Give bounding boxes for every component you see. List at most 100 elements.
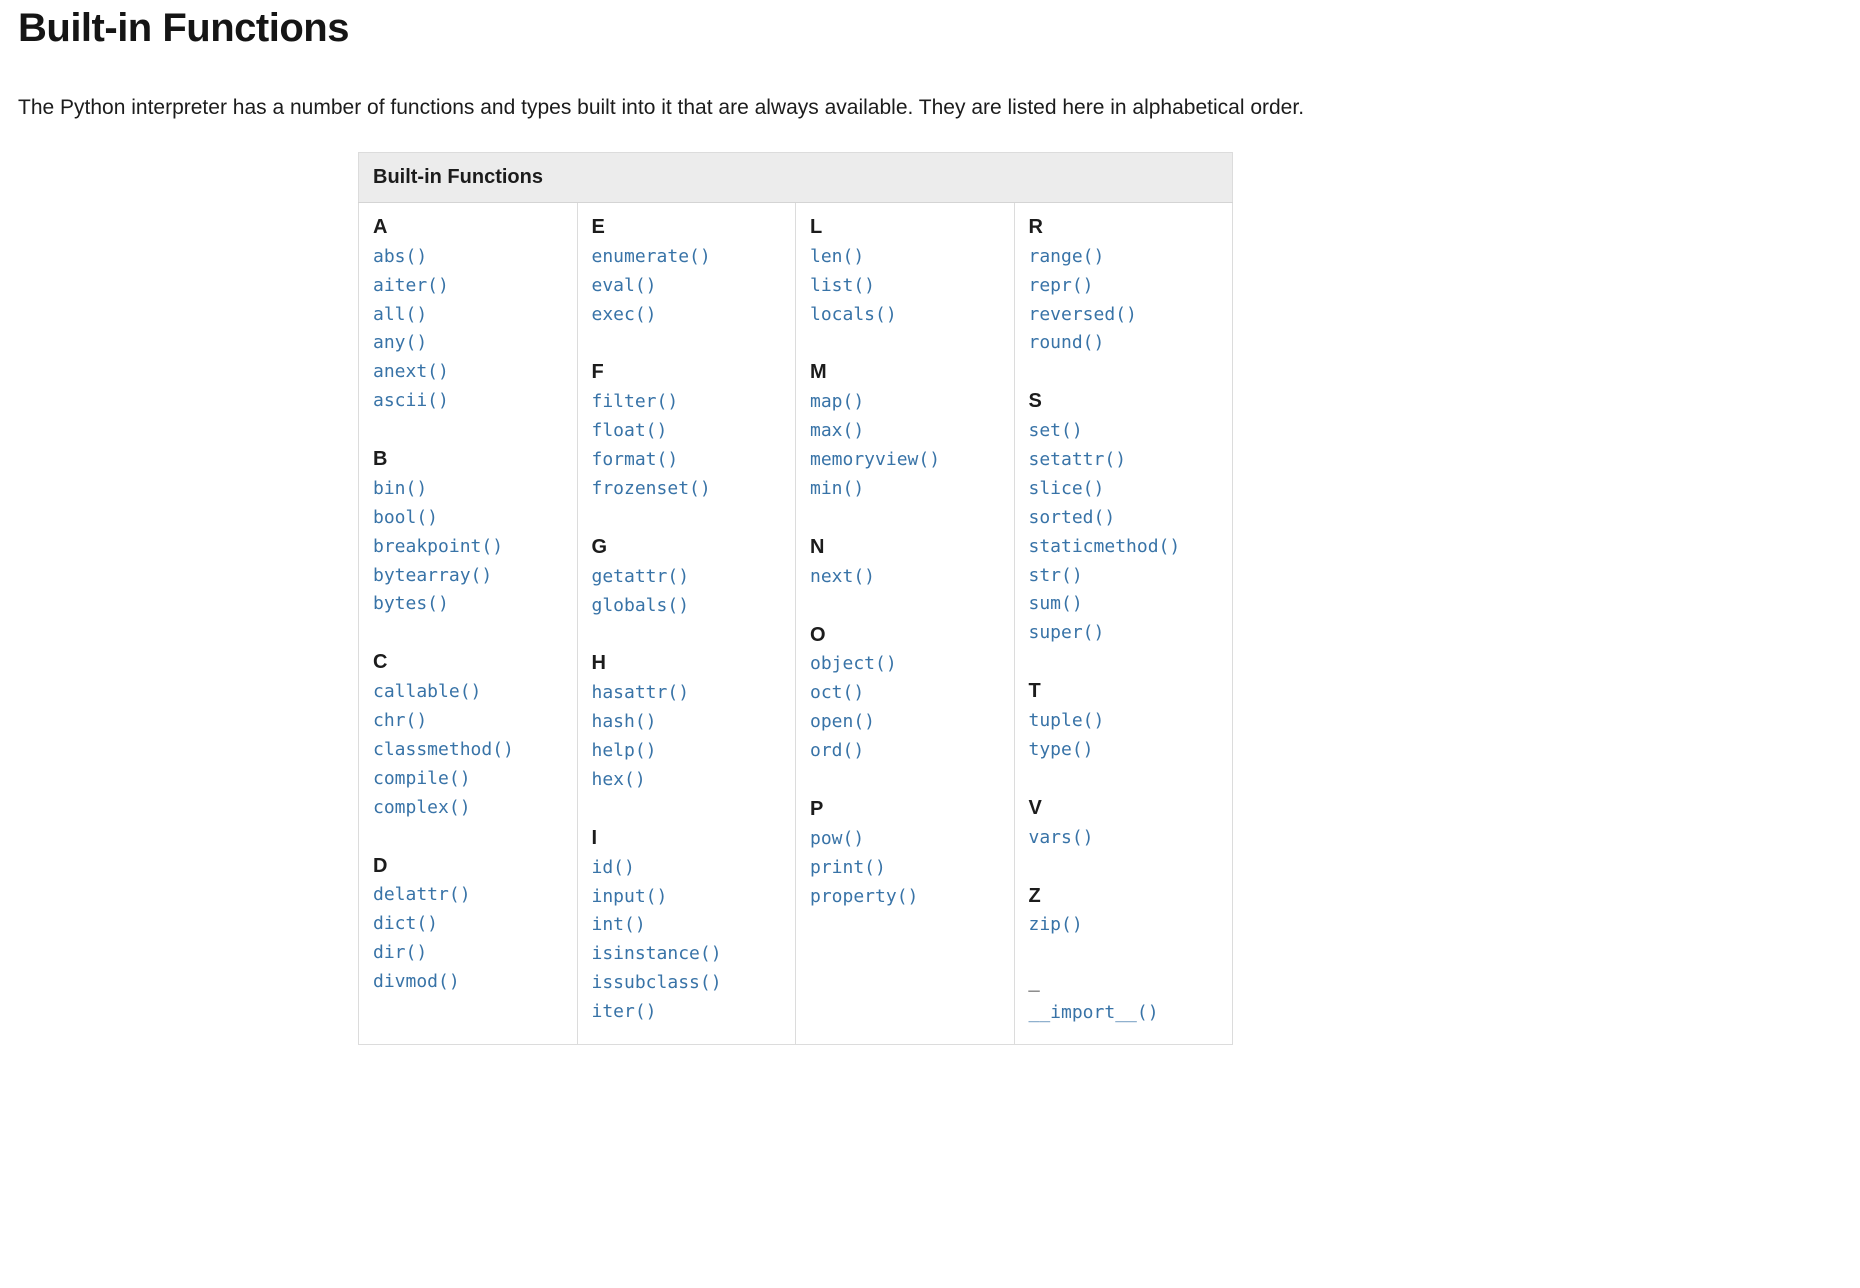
function-link[interactable]: vars() [1028, 826, 1094, 848]
function-link[interactable]: repr() [1028, 274, 1094, 296]
function-link[interactable]: super() [1028, 622, 1105, 644]
function-link[interactable]: slice() [1028, 477, 1105, 499]
function-link[interactable]: bytearray() [373, 564, 493, 586]
function-link[interactable]: complex() [373, 796, 471, 818]
function-link[interactable]: chr() [373, 710, 428, 732]
letter-heading: F [591, 361, 604, 384]
function-link[interactable]: isinstance() [591, 943, 722, 965]
function-link[interactable]: filter() [591, 391, 679, 413]
function-link[interactable]: dict() [373, 913, 439, 935]
function-link[interactable]: anext() [373, 361, 449, 383]
function-link[interactable]: hasattr() [591, 682, 690, 704]
function-link[interactable]: iter() [591, 1001, 657, 1023]
function-link[interactable]: oct() [810, 682, 865, 704]
function-link[interactable]: hex() [591, 768, 646, 790]
function-link[interactable]: round() [1028, 332, 1105, 354]
function-link[interactable]: property() [810, 885, 919, 907]
function-link[interactable]: issubclass() [591, 972, 722, 994]
letter-heading: H [591, 652, 606, 675]
function-link[interactable]: print() [810, 856, 886, 878]
function-link[interactable]: callable() [373, 681, 482, 703]
function-link[interactable]: range() [1028, 245, 1105, 267]
function-link[interactable]: set() [1028, 420, 1083, 442]
function-link[interactable]: tuple() [1028, 710, 1105, 732]
function-link[interactable]: zip() [1028, 914, 1083, 936]
function-link[interactable]: divmod() [373, 971, 460, 993]
letter-heading: C [373, 651, 388, 674]
function-link[interactable]: sum() [1028, 593, 1083, 615]
function-link[interactable]: dir() [373, 942, 428, 964]
function-link[interactable]: help() [591, 740, 657, 762]
table-header-row: Built-in Functions [358, 152, 1233, 203]
function-link[interactable]: hash() [591, 711, 657, 733]
function-link[interactable]: len() [810, 245, 865, 267]
function-link[interactable]: any() [373, 332, 428, 354]
function-link[interactable]: frozenset() [591, 477, 711, 499]
function-link[interactable]: setattr() [1028, 449, 1127, 471]
function-link[interactable]: next() [810, 565, 876, 587]
function-link[interactable]: delattr() [373, 884, 471, 906]
function-link[interactable]: map() [810, 391, 865, 413]
function-link[interactable]: sorted() [1028, 506, 1116, 528]
function-link[interactable]: min() [810, 477, 865, 499]
function-link[interactable]: reversed() [1028, 303, 1137, 325]
function-link[interactable]: globals() [591, 594, 690, 616]
letter-heading: I [591, 826, 598, 849]
function-link[interactable]: open() [810, 711, 876, 733]
function-link[interactable]: compile() [373, 767, 471, 789]
function-link[interactable]: str() [1028, 564, 1083, 586]
function-link[interactable]: ascii() [373, 390, 449, 412]
function-link[interactable]: type() [1028, 738, 1094, 760]
function-link[interactable]: enumerate() [591, 245, 711, 267]
function-link[interactable]: int() [591, 914, 646, 936]
function-link[interactable]: max() [810, 420, 865, 442]
letter-heading: Z [1028, 884, 1041, 907]
function-link[interactable]: all() [373, 303, 428, 325]
function-link[interactable]: getattr() [591, 565, 690, 587]
function-link[interactable]: object() [810, 653, 897, 675]
function-link[interactable]: classmethod() [373, 738, 514, 760]
letter-heading: T [1028, 680, 1041, 703]
function-group-_: ___import__() [1029, 968, 1223, 1028]
function-link[interactable]: id() [591, 856, 635, 878]
function-link[interactable]: locals() [810, 303, 897, 325]
function-link[interactable]: bin() [373, 477, 428, 499]
function-link[interactable]: float() [591, 420, 668, 442]
table-header: Built-in Functions [358, 152, 1233, 203]
function-link[interactable]: staticmethod() [1028, 535, 1181, 557]
function-link[interactable]: __import__() [1028, 1002, 1159, 1024]
function-link[interactable]: pow() [810, 827, 865, 849]
letter-heading: E [591, 215, 605, 238]
function-link[interactable]: breakpoint() [373, 535, 504, 557]
function-link[interactable]: abs() [373, 245, 428, 267]
function-link[interactable]: aiter() [373, 274, 449, 296]
function-link[interactable]: bytes() [373, 593, 449, 615]
function-link[interactable]: format() [591, 449, 679, 471]
letter-heading: P [810, 797, 824, 820]
function-link[interactable]: eval() [591, 274, 657, 296]
letter-heading: N [810, 535, 825, 558]
function-link[interactable]: memoryview() [810, 449, 941, 471]
letter-heading: A [373, 215, 388, 238]
page-content: Built-in Functions The Python interprete… [18, 6, 1304, 1046]
function-link[interactable]: ord() [810, 740, 865, 762]
function-link[interactable]: input() [591, 885, 668, 907]
function-link[interactable]: bool() [373, 506, 439, 528]
function-link[interactable]: list() [810, 274, 876, 296]
function-link[interactable]: exec() [591, 303, 657, 325]
